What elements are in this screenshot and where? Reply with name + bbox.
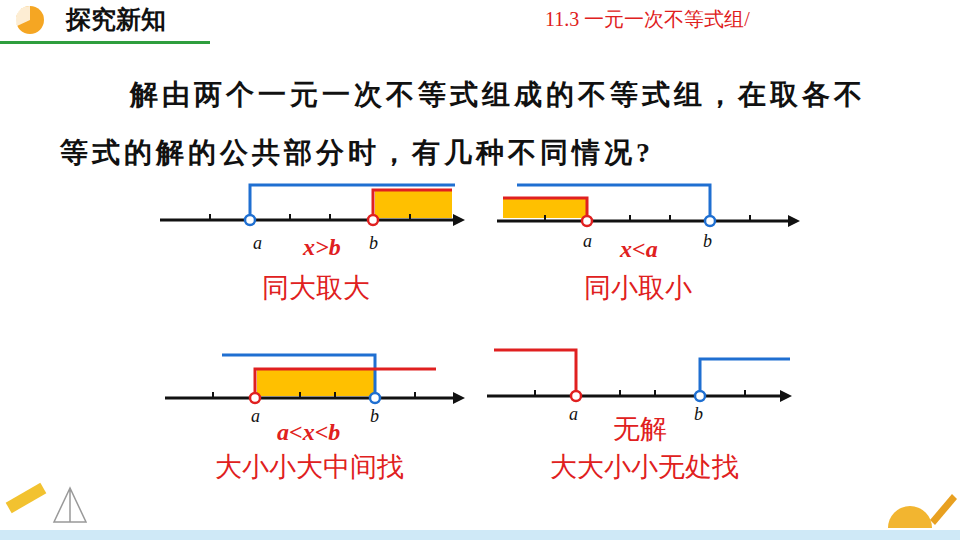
rule-text: 同小取小 (584, 274, 692, 304)
protractor-icon (888, 506, 932, 528)
section-label: 11.3 一元一次不等式组/ (545, 8, 750, 30)
pyramid-icon (54, 488, 86, 522)
result-label: x>b (303, 234, 341, 260)
point-label: b (370, 407, 379, 427)
question-text: 解由两个一元一次不等式组成的不等式组，在取各不等式的解的公共部分时，有几种不同情… (60, 66, 882, 182)
result-label: x<a (620, 236, 658, 262)
number-line-1 (160, 185, 465, 226)
point-label: a (251, 407, 260, 427)
result-label: a<x<b (277, 419, 340, 445)
point-label: b (694, 405, 703, 425)
number-line-2 (497, 185, 800, 227)
number-line-3 (165, 355, 465, 404)
rule-text: 同大取大 (262, 274, 370, 304)
rule-text: 大小小大中间找 (215, 453, 404, 483)
point-label: b (703, 232, 712, 252)
header-underline (0, 41, 210, 44)
point-label: a (253, 234, 262, 254)
point-label: a (569, 405, 578, 425)
point-label: b (369, 234, 378, 254)
ruler-icon (6, 483, 47, 513)
header-icon-slice (16, 6, 30, 26)
header-icon (16, 6, 44, 34)
rule-text: 无解 (613, 415, 667, 445)
rule-text: 大大小小无处找 (550, 453, 739, 483)
point-label: a (583, 232, 592, 252)
pencil-icon (930, 494, 957, 525)
footer-band (0, 530, 960, 540)
header-title: 探究新知 (66, 6, 166, 34)
number-line-4 (487, 350, 792, 402)
